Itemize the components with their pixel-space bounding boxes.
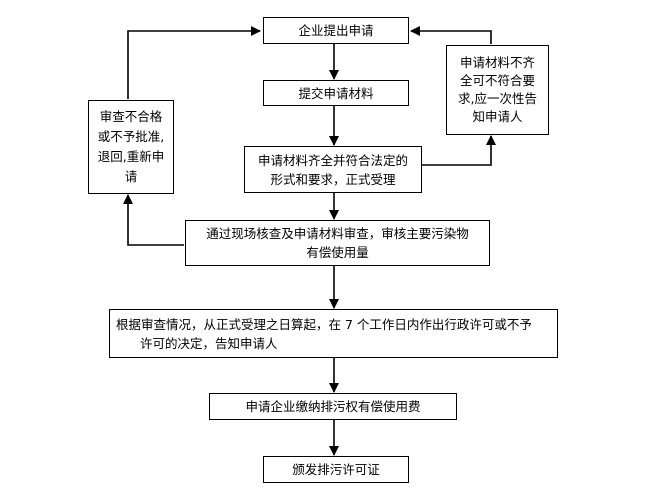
arrow-review-to-rejected	[123, 194, 184, 246]
step-apply-text: 企业提出申请	[298, 23, 374, 38]
step-decide-line-2: 许可的决定，告知申请人	[140, 335, 278, 351]
note-incomplete-line-2: 全可不符合要	[459, 73, 535, 88]
step-decide-line-1: 根据审查情况，从正式受理之日算起，在 7 个工作日内作出行政许可或不予	[116, 316, 532, 332]
step-apply: 企业提出申请	[263, 17, 409, 44]
note-rejected-line-4: 请	[124, 169, 138, 184]
note-incomplete: 申请材料不齐 全可不符合要 求,应一次性告 知申请人	[446, 45, 549, 135]
note-incomplete-line-1: 申请材料不齐	[459, 55, 535, 70]
note-incomplete-line-4: 知申请人	[472, 109, 523, 124]
step-issue: 颁发排污许可证	[263, 456, 409, 483]
step-accept: 申请材料齐全并符合法定的 形式和要求，正式受理	[244, 146, 422, 193]
step-review: 通过现场核查及申请材料审查，审核主要污染物 有偿使用量	[185, 220, 490, 266]
step-accept-line-2: 形式和要求，正式受理	[270, 171, 396, 187]
note-rejected: 审查不合格 或不予批准, 退回,重新申 请	[88, 100, 174, 194]
note-rejected-line-1: 审查不合格	[99, 109, 163, 124]
step-pay: 申请企业缴纳排污权有偿使用费	[209, 393, 457, 420]
step-submit: 提交申请材料	[263, 80, 409, 106]
step-accept-line-1: 申请材料齐全并符合法定的	[257, 152, 408, 168]
step-decide: 根据审查情况，从正式受理之日算起，在 7 个工作日内作出行政许可或不予 许可的决…	[109, 309, 558, 358]
step-review-line-1: 通过现场核查及申请材料审查，审核主要污染物	[206, 226, 469, 241]
step-submit-text: 提交申请材料	[298, 85, 374, 101]
arrow-incomplete-to-apply	[410, 26, 492, 44]
step-issue-text: 颁发排污许可证	[292, 462, 380, 477]
arrow-accept-to-incomplete	[422, 135, 496, 166]
step-pay-text: 申请企业缴纳排污权有偿使用费	[245, 399, 421, 414]
note-rejected-line-3: 退回,重新申	[97, 149, 165, 164]
note-rejected-line-2: 或不予批准,	[97, 129, 165, 144]
arrow-rejected-to-apply	[127, 26, 261, 99]
note-incomplete-line-3: 求,应一次性告	[458, 91, 537, 106]
step-review-line-2: 有偿使用量	[306, 245, 369, 260]
